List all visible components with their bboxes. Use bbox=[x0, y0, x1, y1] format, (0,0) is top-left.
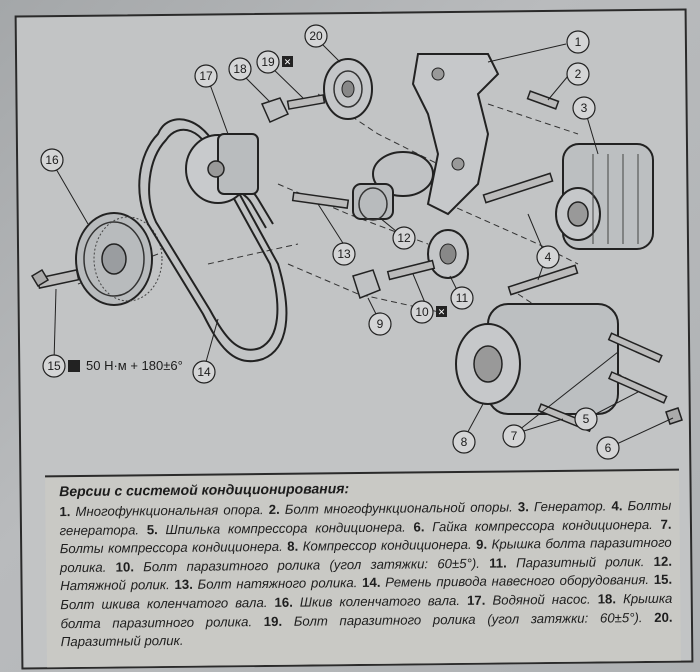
callout-11: 11 bbox=[450, 286, 474, 310]
idler-bolt-upper bbox=[286, 94, 326, 110]
legend-entry: 8. Компрессор кондиционера. bbox=[287, 537, 472, 554]
callout-1: 1 bbox=[566, 30, 590, 54]
callout-20-label: 20 bbox=[309, 29, 323, 43]
legend-entry: 16. Шкив коленчатого вала. bbox=[274, 592, 461, 610]
callout-5-label: 5 bbox=[583, 412, 590, 426]
crankshaft-pulley bbox=[75, 212, 163, 306]
legend-entry: 2. Болт многофункциональной опоры. bbox=[268, 499, 513, 517]
callout-2: 2 bbox=[566, 62, 590, 86]
legend-entry: 3. Генератор. bbox=[517, 498, 607, 515]
tensioner-pulley bbox=[352, 151, 434, 221]
idler-bolt-cap-lower bbox=[352, 269, 381, 299]
exploded-diagram: 1 2 3 4 5 6 7 8 9 10 ✕ 11 12 13 14 15 50 … bbox=[30, 24, 683, 460]
water-pump bbox=[185, 133, 259, 204]
callout-14: 14 bbox=[192, 360, 216, 384]
generator-bolt-upper bbox=[482, 172, 554, 204]
callout-4-label: 4 bbox=[545, 250, 552, 264]
callout-12: 12 bbox=[392, 226, 416, 250]
legend-entry: 14. Ремень привода навесного оборудовани… bbox=[362, 572, 650, 591]
callout-17: 17 bbox=[194, 64, 218, 88]
callout-8: 8 bbox=[452, 430, 476, 454]
legend-entry: 6. Гайка компрессора кондиционера. bbox=[413, 516, 653, 535]
callout-6: 6 bbox=[596, 436, 620, 460]
callout-11-label: 11 bbox=[456, 291, 469, 305]
legend-entry: 1. Многофункциональная опора. bbox=[59, 502, 264, 520]
callout-14-label: 14 bbox=[197, 365, 211, 379]
callout-12-label: 12 bbox=[397, 231, 411, 245]
callout-16: 16 bbox=[40, 148, 64, 172]
callout-4: 4 bbox=[536, 245, 560, 269]
tensioner-bolt bbox=[291, 191, 350, 209]
callout-10: 10 ✕ bbox=[410, 300, 447, 324]
idler-pulley-upper bbox=[323, 58, 373, 120]
legend-entry: 13. Болт натяжного ролика. bbox=[174, 575, 358, 593]
legend-entry: 10. Болт паразитного ролика (угол затяжк… bbox=[115, 555, 480, 575]
callout-10-label: 10 bbox=[415, 305, 429, 319]
legend-entry: 17. Водяной насос. bbox=[466, 591, 591, 608]
legend-text: 1. Многофункциональная опора. 2. Болт мн… bbox=[59, 497, 673, 652]
callout-9: 9 bbox=[368, 312, 392, 336]
callout-5: 5 bbox=[574, 407, 598, 431]
callout-13-label: 13 bbox=[337, 247, 351, 261]
callout-15-label: 15 bbox=[47, 359, 61, 373]
callout-3-label: 3 bbox=[581, 101, 588, 115]
idler-pulley-lower bbox=[427, 229, 469, 279]
multifunction-bracket bbox=[411, 53, 500, 216]
crankshaft-bolt bbox=[30, 268, 80, 289]
ac-compressor bbox=[455, 303, 619, 415]
callout-9-label: 9 bbox=[377, 317, 384, 331]
callout-18: 18 bbox=[228, 57, 252, 81]
legend-entry: 5. Шпилька компрессора кондиционера. bbox=[146, 519, 406, 537]
callout-13: 13 bbox=[332, 242, 356, 266]
legend-title: Версии с системой кондиционирования: bbox=[59, 480, 350, 500]
compressor-bolts bbox=[537, 332, 683, 433]
generator bbox=[555, 143, 654, 250]
idler-bolt-lower bbox=[386, 259, 436, 281]
callout-2-label: 2 bbox=[575, 67, 582, 81]
svg-text:✕: ✕ bbox=[284, 57, 292, 67]
callout-16-label: 16 bbox=[45, 153, 59, 167]
generator-bolt-lower bbox=[507, 264, 579, 296]
legend-entry: 11. Паразитный ролик. bbox=[489, 553, 645, 571]
callout-20: 20 bbox=[304, 24, 328, 48]
idler-bolt-cap-upper bbox=[260, 97, 290, 123]
callout-7: 7 bbox=[502, 424, 526, 448]
callout-17-label: 17 bbox=[199, 69, 213, 83]
callout-18-label: 18 bbox=[233, 62, 247, 76]
callout-8-label: 8 bbox=[461, 435, 468, 449]
callout-19: 19 ✕ bbox=[256, 50, 293, 74]
callout-6-label: 6 bbox=[605, 441, 612, 455]
callout-1-label: 1 bbox=[575, 35, 582, 49]
callout-7-label: 7 bbox=[511, 429, 518, 443]
torque-wrench-icon bbox=[68, 360, 80, 372]
legend-entry: 19. Болт паразитного ролика (угол затяжк… bbox=[263, 609, 643, 629]
svg-text:✕: ✕ bbox=[438, 307, 446, 317]
torque-note: 50 Н·м + 180±6° bbox=[86, 358, 183, 373]
bracket-bolt bbox=[526, 90, 560, 110]
callout-3: 3 bbox=[572, 96, 596, 120]
callout-15: 15 50 Н·м + 180±6° bbox=[42, 354, 183, 378]
callout-19-label: 19 bbox=[261, 55, 275, 69]
legend-box: Версии с системой кондиционирования: 1. … bbox=[45, 468, 681, 668]
